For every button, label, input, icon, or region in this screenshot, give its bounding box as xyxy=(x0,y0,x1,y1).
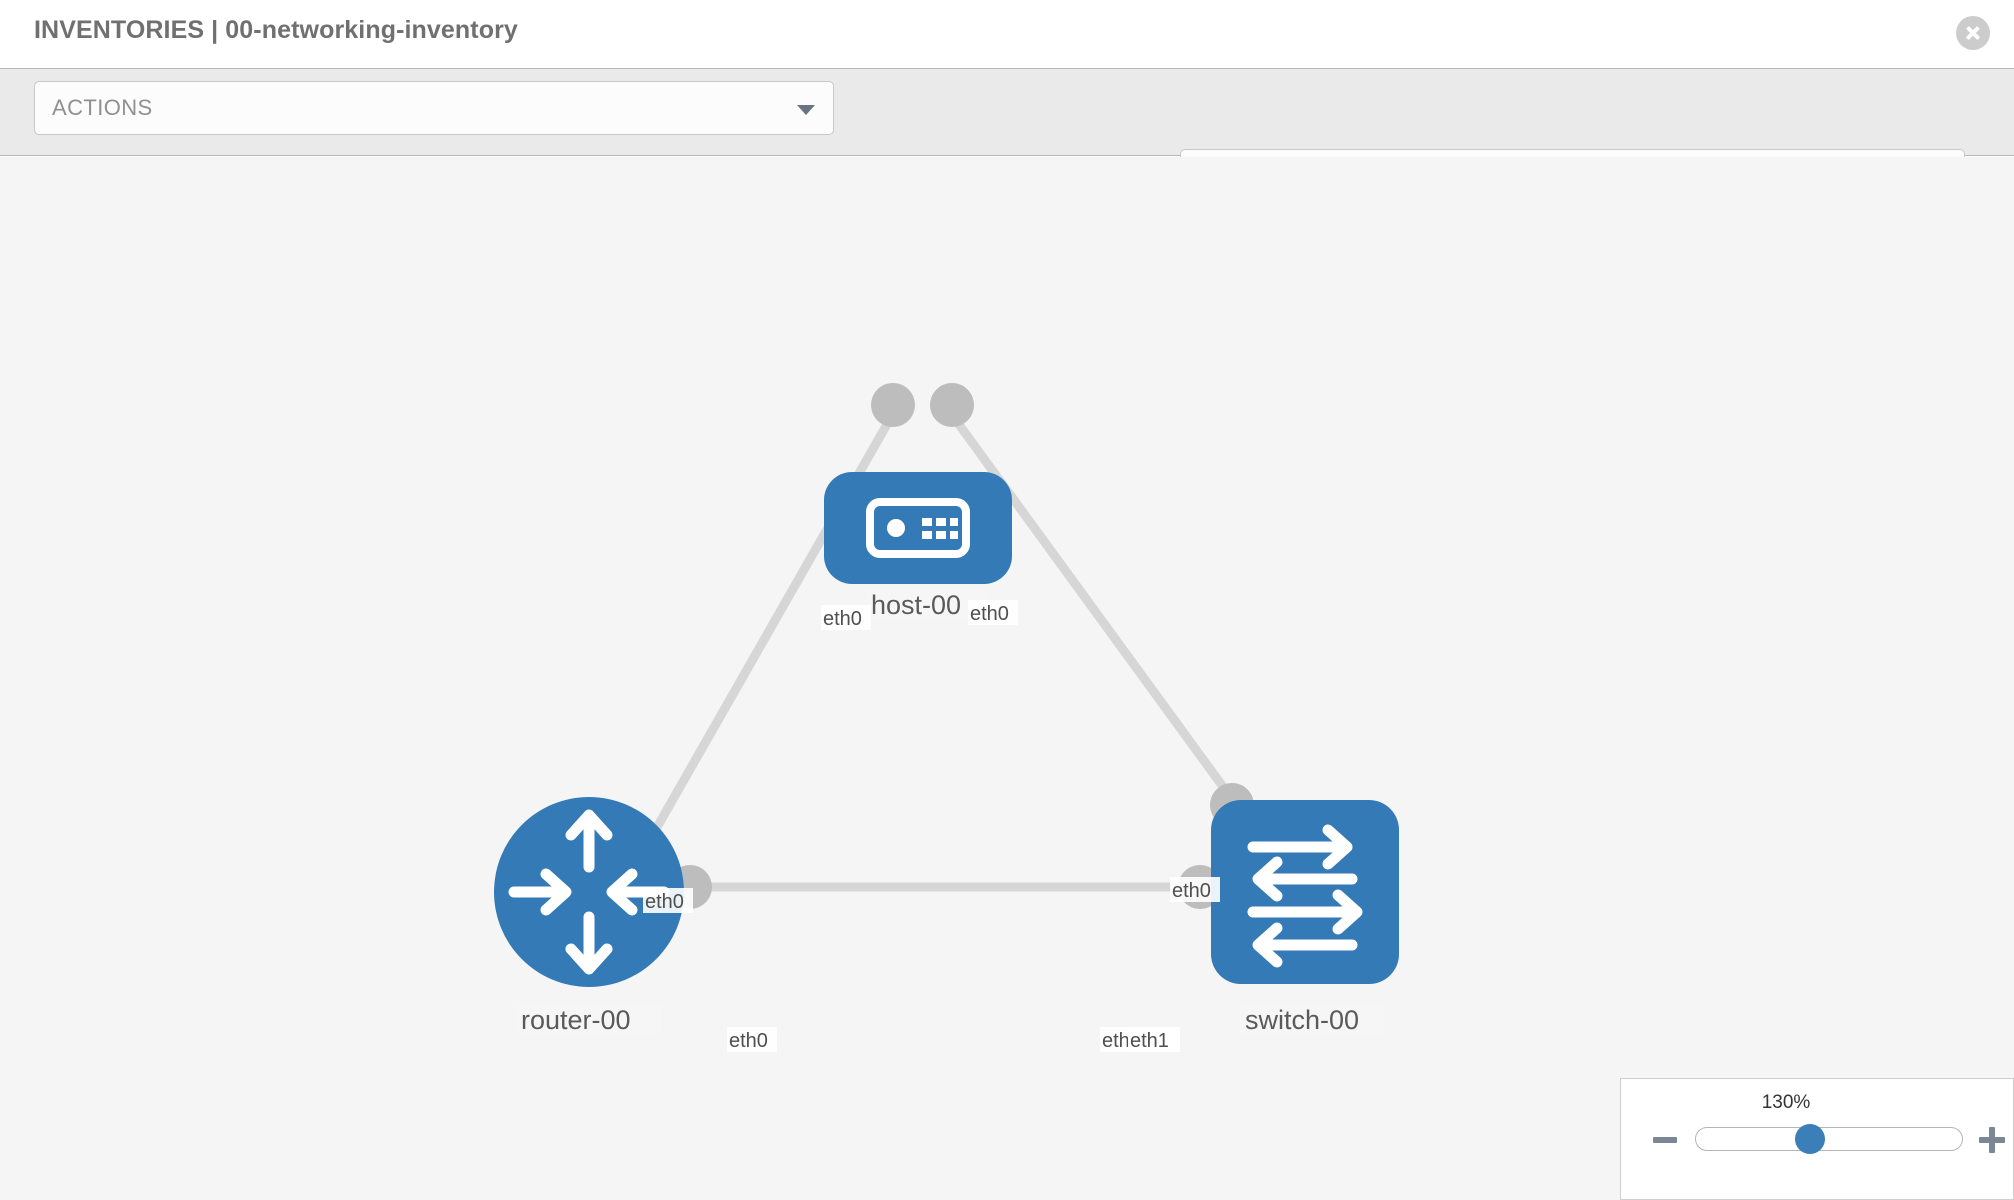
edge-label-bg xyxy=(968,600,1018,625)
close-icon[interactable] xyxy=(1956,16,1990,50)
edge-label-host-right: eth0 xyxy=(970,603,1009,625)
edge-label-switch-west: eth1 xyxy=(1130,1030,1169,1052)
nub-host-left[interactable] xyxy=(871,383,915,427)
edge-label-bg xyxy=(1128,1027,1180,1052)
actions-dropdown-label: ACTIONS xyxy=(52,95,153,120)
node-host-00-shape[interactable] xyxy=(824,472,1012,584)
node-switch-00-shape[interactable] xyxy=(1211,800,1399,984)
node-host-00-label: host-00 xyxy=(871,590,961,620)
node-router-00[interactable]: router-00 xyxy=(494,797,684,1035)
zoom-percent-label: 130% xyxy=(1761,1092,1811,1113)
edge-label-bg xyxy=(727,1027,777,1052)
edge-label-bg xyxy=(821,605,871,630)
edge-label-switch-north: eth0 xyxy=(1172,880,1211,902)
zoom-slider-track[interactable] xyxy=(1695,1127,1963,1151)
node-switch-00[interactable]: switch-00 xyxy=(1211,800,1399,1035)
nub-host-right[interactable] xyxy=(930,383,974,427)
node-router-00-shape[interactable] xyxy=(494,797,684,987)
edge-label-router-north: eth0 xyxy=(645,891,684,913)
server-icon xyxy=(866,498,970,558)
switch-arrows-icon xyxy=(1247,824,1363,968)
zoom-slider-thumb[interactable] xyxy=(1795,1124,1825,1154)
node-router-00-label: router-00 xyxy=(521,1005,631,1035)
page-title: INVENTORIES | 00-networking-inventory xyxy=(34,16,518,44)
node-router-00-label-bg xyxy=(516,1004,662,1034)
toolbar: ACTIONS SEARCH xyxy=(0,68,2014,203)
topology-canvas[interactable]: host-00 router-00 xyxy=(0,157,2014,1200)
router-arrows-icon xyxy=(508,809,670,975)
page-header: INVENTORIES | 00-networking-inventory xyxy=(0,0,2014,68)
edge-label-bg xyxy=(643,888,693,913)
node-host-00-label-bg xyxy=(866,589,988,619)
node-switch-00-label: switch-00 xyxy=(1245,1005,1359,1035)
node-host-00[interactable]: host-00 xyxy=(824,472,1012,620)
edge-labels: eth0 eth0 eth0 eth0 eth0 eth eth1 xyxy=(643,600,1220,1052)
actions-dropdown[interactable]: ACTIONS xyxy=(34,81,834,135)
zoom-in-icon[interactable] xyxy=(1979,1127,2005,1153)
topology-graph[interactable]: host-00 router-00 xyxy=(0,157,2014,1200)
node-switch-00-label-bg xyxy=(1240,1004,1384,1034)
chevron-down-icon xyxy=(797,105,815,115)
zoom-control-panel: 130% xyxy=(1620,1078,2014,1200)
edge-label-switch-west-overlap: eth xyxy=(1102,1030,1130,1052)
zoom-out-icon[interactable] xyxy=(1653,1137,1677,1143)
edge-label-host-left: eth0 xyxy=(823,608,862,630)
edge-label-bg xyxy=(1170,877,1220,902)
edge-label-router-east: eth0 xyxy=(729,1030,768,1052)
